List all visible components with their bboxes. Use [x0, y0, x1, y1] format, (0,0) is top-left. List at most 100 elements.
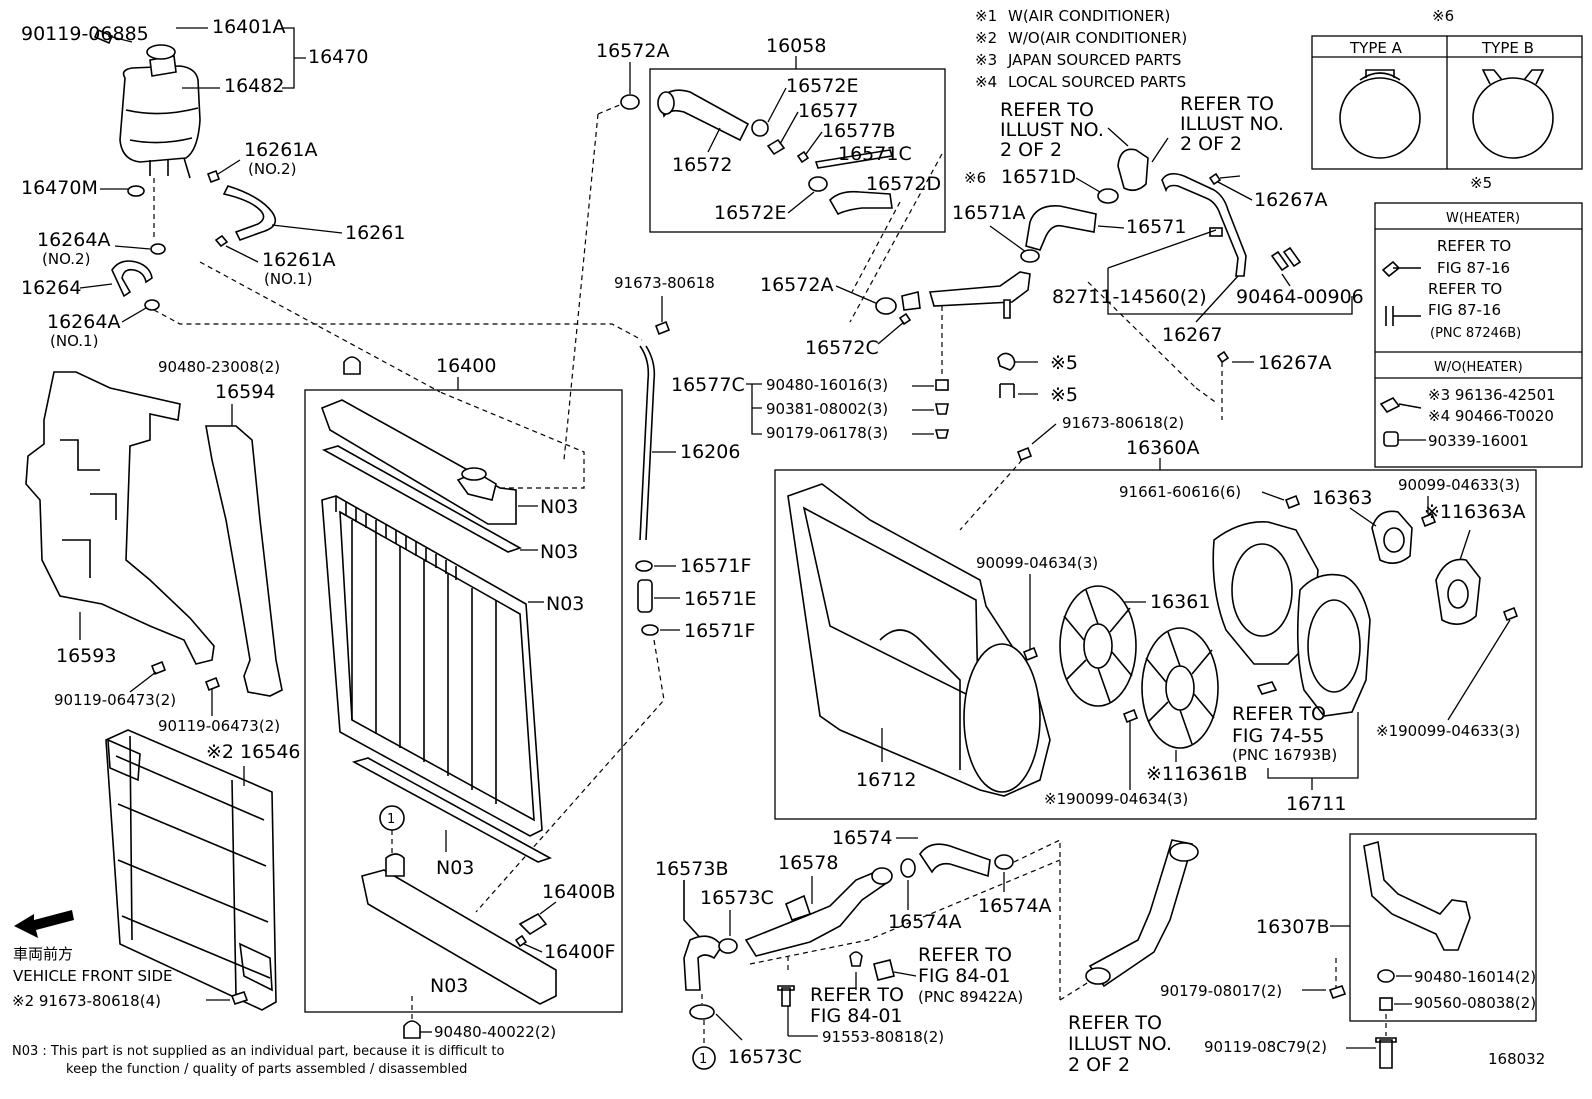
- label-90119-06885: 90119-06885: [21, 23, 149, 45]
- label-16572D: 16572D: [866, 173, 941, 195]
- clamp-types-box: ※6 TYPE A TYPE B: [1311, 7, 1583, 170]
- seal-16594: [205, 425, 283, 697]
- label-pnc-16793B: (PNC 16793B): [1232, 746, 1337, 764]
- label-16573C: 16573C: [728, 1046, 802, 1068]
- heater-part-a: ※3 96136-42501: [1428, 386, 1556, 404]
- heater-box-mark: ※5: [1470, 174, 1492, 192]
- footnote-line1: N03 : This part is not supplied as an in…: [12, 1044, 504, 1059]
- label-91673-80618: 91673-80618: [614, 274, 715, 292]
- metal-pipe: [928, 271, 1031, 307]
- label-16572C: 16572C: [805, 337, 879, 359]
- label-no1: (NO.1): [264, 270, 312, 288]
- label-fig-74-55: FIG 74-55: [1232, 725, 1325, 747]
- bolt-icon: [93, 28, 114, 45]
- label-90560-08038: 90560-08038(2): [1414, 994, 1536, 1012]
- label-16363: 16363: [1312, 487, 1372, 509]
- note-mark-3: ※3: [975, 51, 997, 69]
- label-refer-to: REFER TO: [1180, 93, 1274, 115]
- label-16577B: 16577B: [822, 120, 895, 142]
- label-16578: 16578: [778, 852, 838, 874]
- label-16058: 16058: [766, 35, 826, 57]
- circle-ref-1: 1: [699, 1052, 707, 1067]
- label-90464-00906: 90464-00906: [1236, 286, 1364, 308]
- label-90119-06473: 90119-06473(2): [54, 691, 176, 709]
- illustration-number: 168032: [1488, 1050, 1545, 1068]
- label-note-5: ※5: [1050, 352, 1078, 374]
- fan-16361: [1059, 585, 1137, 707]
- label-16360A: 16360A: [1126, 437, 1199, 459]
- label-16361B: ※116361B: [1146, 763, 1248, 785]
- label-16571C: 16571C: [838, 143, 912, 165]
- label-note-6: ※6: [964, 169, 986, 187]
- label-16577: 16577: [798, 100, 858, 122]
- label-16594: 16594: [215, 381, 275, 403]
- water-inlet-pipe: REFER TO ILLUST NO. 2 OF 2: [1068, 839, 1199, 1076]
- label-16206: 16206: [680, 441, 740, 463]
- heater-box: ※5 W(HEATER) REFER TO FIG 87-16 REFER TO…: [1374, 174, 1583, 468]
- label-16400: 16400: [436, 355, 496, 377]
- label-refer-to: REFER TO: [810, 984, 904, 1006]
- upper-right-hoses: REFER TO ILLUST NO. 2 OF 2 REFER TO ILLU…: [952, 93, 1364, 420]
- label-16307B: 16307B: [1256, 916, 1329, 938]
- clamp-type-a-icon: [1339, 69, 1421, 159]
- label-91673-80618-2: 91673-80618(2): [1062, 414, 1184, 432]
- label-16574: 16574: [832, 827, 892, 849]
- label-N03: N03: [430, 975, 468, 997]
- clip-icon: [1379, 396, 1422, 414]
- clamp-type-b-icon: [1472, 69, 1554, 159]
- label-no1: (NO.1): [50, 332, 98, 350]
- label-N03: N03: [436, 857, 474, 879]
- label-90480-16014: 90480-16014(2): [1414, 968, 1536, 986]
- water-outlet: [1117, 148, 1149, 192]
- vehicle-front-indicator: 車両前方 VEHICLE FRONT SIDE ※2 91673-80618(4…: [12, 910, 249, 1010]
- notes-legend: ※1 W(AIR CONDITIONER) ※2 W/O(AIR CONDITI…: [975, 7, 1187, 91]
- label-16267: 16267: [1162, 324, 1222, 346]
- label-refer-to: REFER TO: [918, 944, 1012, 966]
- upper-hose-box-16058: 16572A 16058 16572 16572E 16577 16577B 1…: [563, 35, 946, 461]
- label-16571D: 16571D: [1001, 166, 1076, 188]
- motor-16363A: [1435, 558, 1481, 625]
- label-16400B: 16400B: [542, 881, 615, 903]
- radiator-lower-tank: [361, 869, 557, 1005]
- label-16571A: 16571A: [952, 202, 1025, 224]
- label-16264A-no1: 16264A: [47, 311, 120, 333]
- fan-shroud-box: 16360A 16712 16361 90099-04634(3) ※11636…: [774, 437, 1537, 820]
- label-16361: 16361: [1150, 591, 1210, 613]
- fan-shroud-16711: [1212, 521, 1319, 665]
- label-16577C: 16577C: [671, 374, 745, 396]
- label-illust-no: ILLUST NO.: [1068, 1033, 1172, 1055]
- label-91673-80618-4: ※2 91673-80618(4): [12, 992, 161, 1010]
- reservoir-cap: [146, 44, 176, 60]
- hose-16264: [111, 260, 153, 298]
- label-16712: 16712: [856, 769, 916, 791]
- label-2-of-2: 2 OF 2: [1180, 133, 1242, 155]
- label-16264A-no2: 16264A: [37, 229, 110, 251]
- bracket-box-16307B: 16307B 90179-08017(2) 90480-16014(2) 905…: [1160, 833, 1537, 1069]
- label-90099-04634: ※190099-04634(3): [1044, 790, 1188, 808]
- label-16470M: 16470M: [21, 177, 98, 199]
- footnote-line2: keep the function / quality of parts ass…: [66, 1062, 467, 1077]
- label-16571F: 16571F: [684, 620, 755, 642]
- label-90179-06178: 90179-06178(3): [766, 424, 888, 442]
- label-illust-no: ILLUST NO.: [1180, 113, 1284, 135]
- label-16261: 16261: [345, 222, 405, 244]
- motor-16363: [1371, 510, 1413, 564]
- note-mark-1: ※1: [975, 7, 997, 25]
- water-pipe-16578: [744, 869, 890, 957]
- label-90119-08C79: 90119-08C79(2): [1204, 1038, 1327, 1056]
- label-pnc-89422A: (PNC 89422A): [918, 988, 1023, 1006]
- label-16572E: 16572E: [714, 202, 786, 224]
- hose-16574: [919, 843, 991, 878]
- heater-refer2-c: (PNC 87246B): [1430, 326, 1521, 341]
- vehicle-front-en: VEHICLE FRONT SIDE: [13, 967, 173, 985]
- label-16571F: 16571F: [680, 555, 751, 577]
- without-heater-label: W/O(HEATER): [1434, 360, 1523, 375]
- label-refer-to: REFER TO: [1000, 99, 1094, 121]
- label-fig-84-01: FIG 84-01: [918, 965, 1011, 987]
- seal-16593: [25, 371, 215, 665]
- label-91661-60616: 91661-60616(6): [1119, 483, 1241, 501]
- label-16267A: 16267A: [1254, 189, 1327, 211]
- bracket-16307B: [1363, 840, 1471, 951]
- label-N03: N03: [540, 541, 578, 563]
- label-90179-08017: 90179-08017(2): [1160, 982, 1282, 1000]
